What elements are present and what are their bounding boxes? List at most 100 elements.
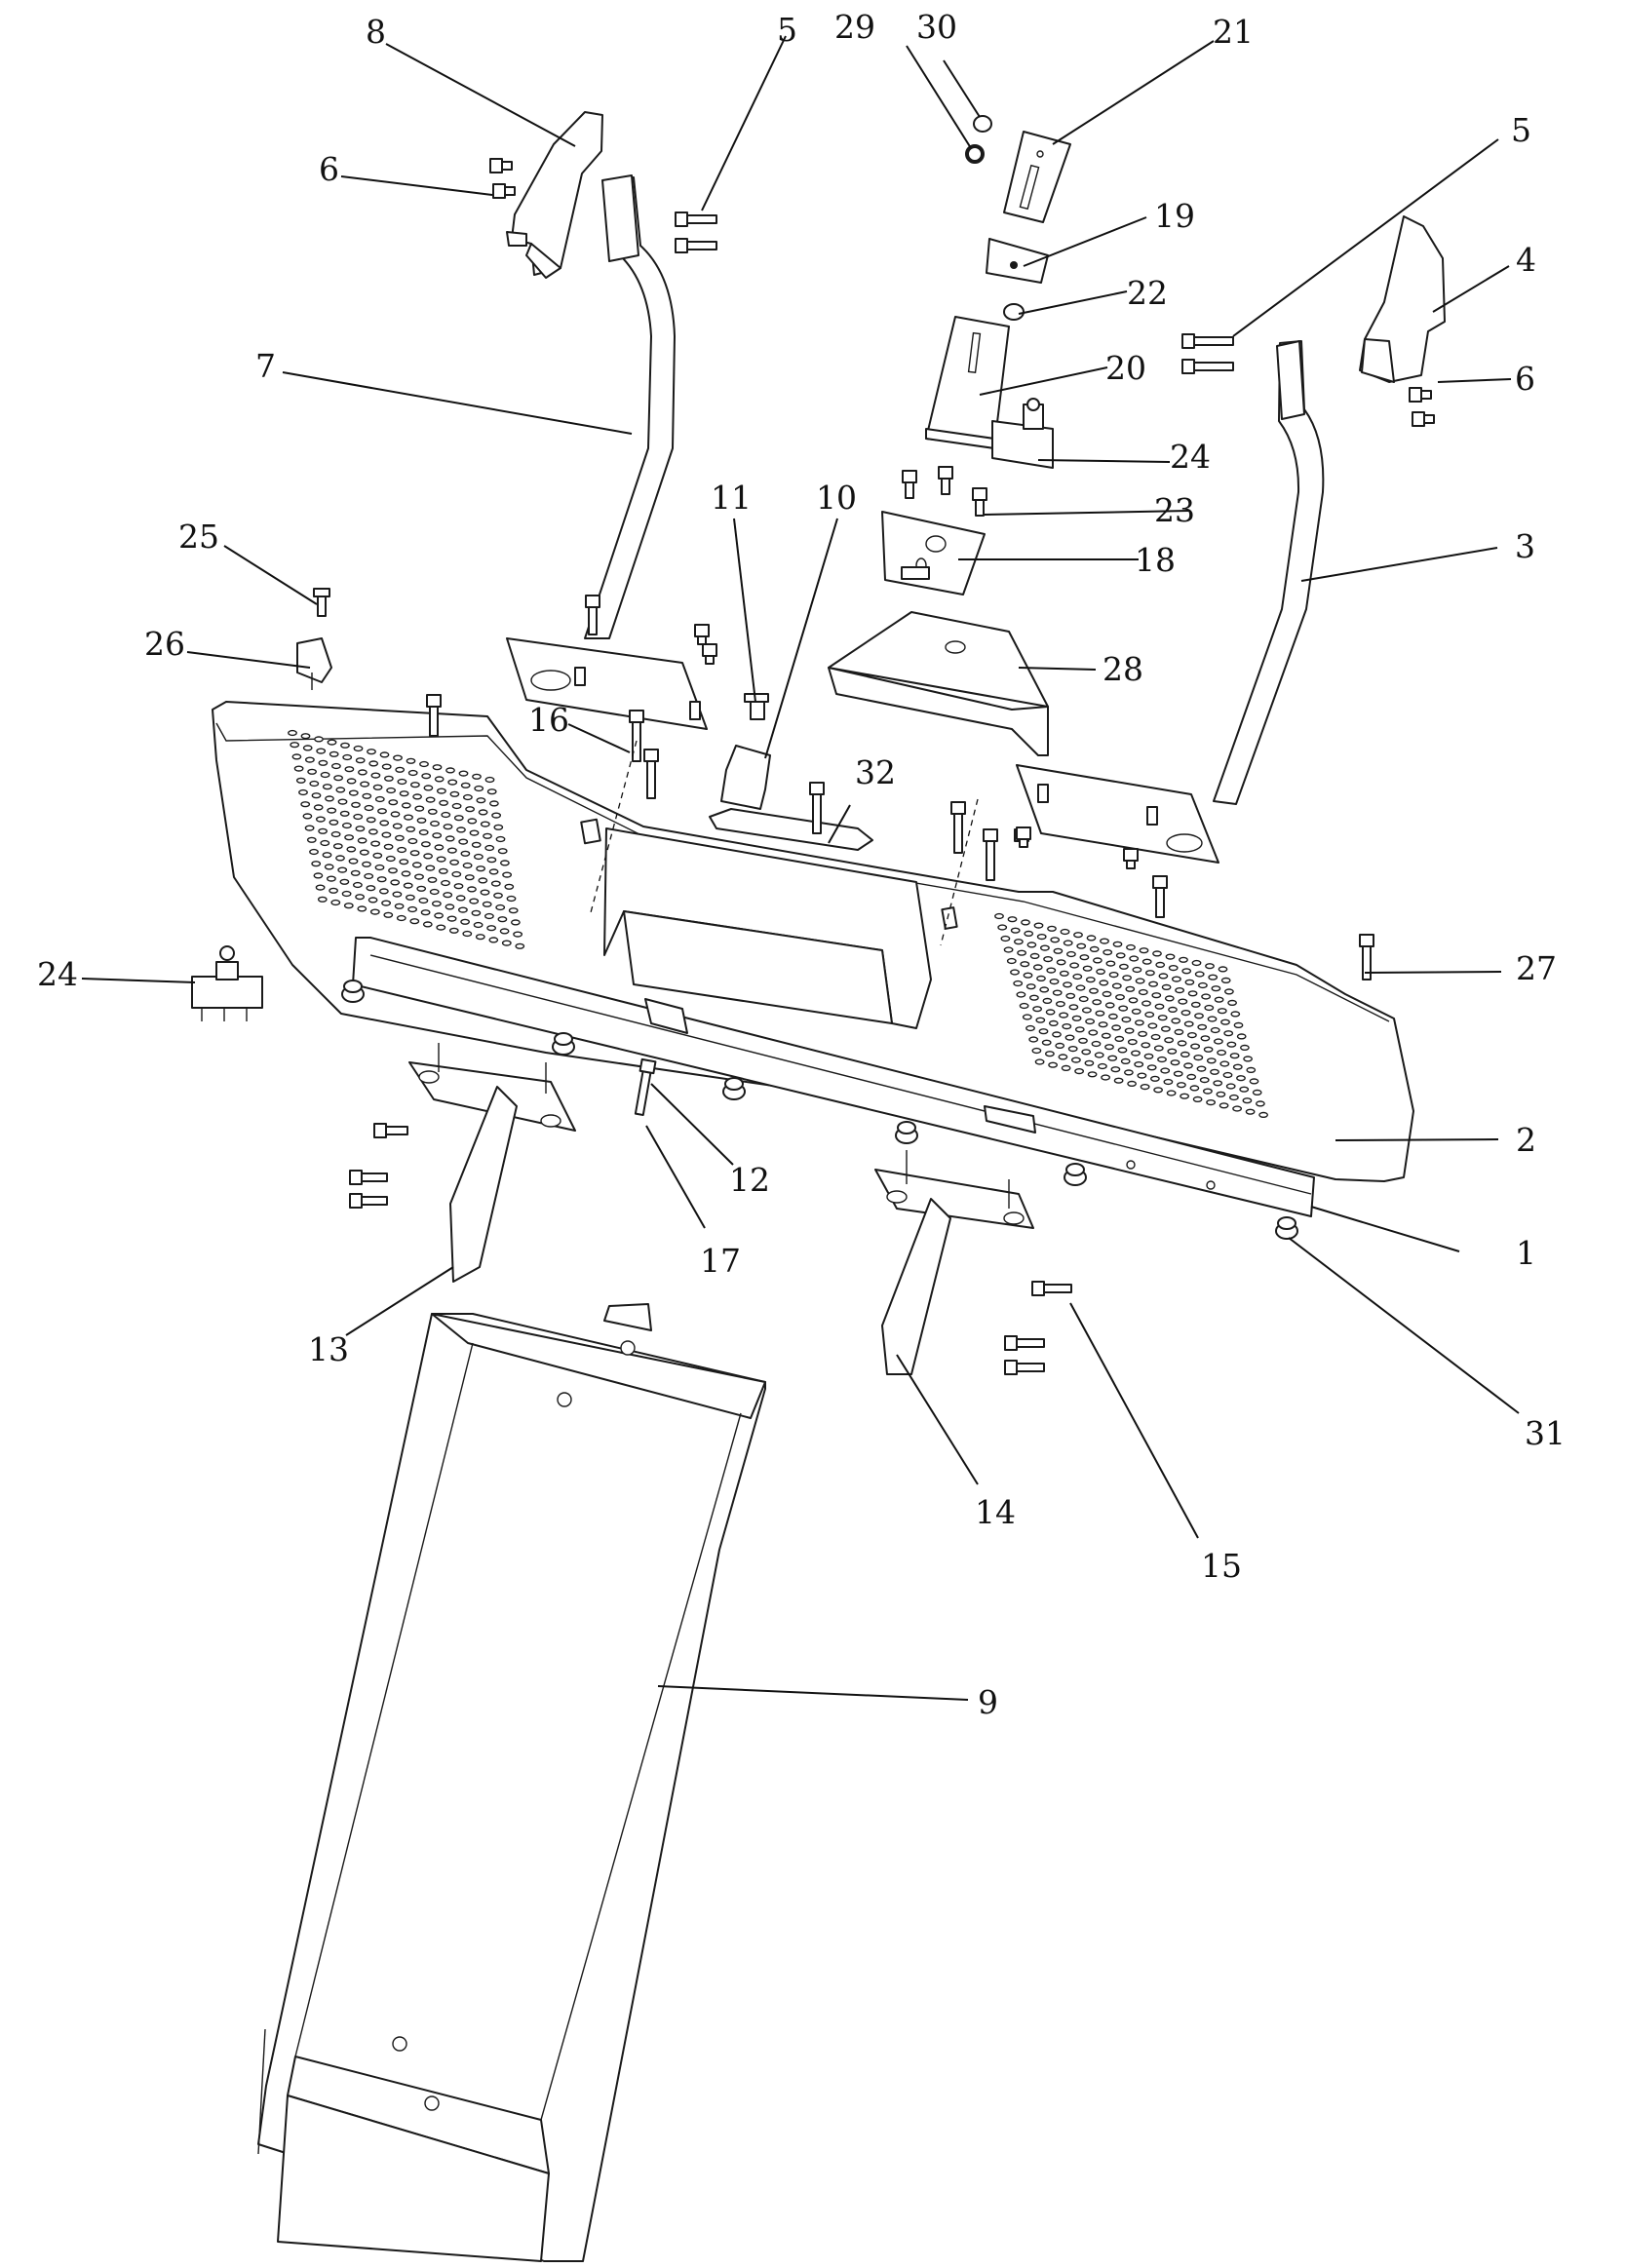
- perforation-hole: [360, 781, 369, 788]
- perforation-hole: [420, 841, 431, 848]
- perforation-hole: [500, 860, 510, 866]
- perforation-hole: [1082, 1007, 1092, 1014]
- perforation-hole: [457, 906, 468, 913]
- perforation-hole: [357, 837, 368, 844]
- perforation-hole: [409, 918, 420, 925]
- perforation-hole: [1161, 1025, 1171, 1032]
- perforation-hole: [1151, 992, 1162, 999]
- perforation-hole: [469, 898, 480, 904]
- perforation-hole: [343, 903, 354, 909]
- perforation-hole: [471, 841, 482, 848]
- perforation-hole: [445, 903, 455, 910]
- perforation-hole: [513, 931, 522, 938]
- perforation-hole: [1256, 1100, 1265, 1107]
- callout-16: 16: [528, 701, 569, 739]
- perforation-hole: [318, 827, 328, 834]
- perforation-hole: [441, 811, 451, 819]
- perforation-hole: [406, 826, 416, 832]
- perforation-hole: [1087, 1071, 1098, 1078]
- perforation-hole: [434, 776, 445, 783]
- perforation-hole: [1150, 1075, 1160, 1082]
- perforation-hole: [386, 787, 396, 794]
- perforation-hole: [1190, 1001, 1201, 1008]
- perforation-hole: [1236, 1033, 1247, 1040]
- perforation-hole: [1006, 957, 1017, 965]
- part-29-cover: [828, 611, 1049, 756]
- perforation-hole: [1017, 949, 1027, 956]
- perforation-hole: [1043, 955, 1054, 963]
- perforation-hole: [1164, 1037, 1175, 1044]
- perforation-hole: [342, 753, 353, 761]
- perforation-hole: [484, 912, 494, 920]
- perforation-hole: [434, 912, 444, 919]
- perforation-hole: [1055, 1042, 1065, 1050]
- perforation-hole: [355, 826, 366, 832]
- part-8-left-bracket: [506, 111, 603, 279]
- perforation-hole: [1224, 988, 1234, 995]
- perforation-hole: [1180, 1009, 1191, 1017]
- perforation-hole: [455, 895, 466, 902]
- perforation-hole: [1225, 1083, 1236, 1090]
- perforation-hole: [1163, 1078, 1174, 1086]
- perforation-hole: [488, 800, 499, 807]
- perforation-hole: [1104, 1044, 1114, 1051]
- perforation-hole: [327, 739, 337, 746]
- bolt: [489, 158, 513, 173]
- perforation-hole: [1124, 1027, 1135, 1034]
- perforation-hole: [1034, 1058, 1045, 1065]
- perforation-hole: [316, 748, 327, 754]
- perforation-hole: [304, 756, 315, 763]
- perforation-hole: [429, 888, 440, 896]
- perforation-hole: [341, 890, 352, 898]
- perforation-hole: [1038, 1028, 1049, 1035]
- perforation-hole: [436, 924, 446, 931]
- perforation-hole: [465, 806, 475, 813]
- perforation-hole: [290, 742, 300, 749]
- perforation-hole: [1111, 1024, 1122, 1031]
- perforation-hole: [346, 778, 357, 785]
- perforation-hole: [1053, 947, 1064, 954]
- perforation-hole: [412, 793, 422, 800]
- perforation-hole: [1112, 941, 1123, 947]
- part-1-rail: [352, 937, 1315, 1217]
- perforation-hole: [1193, 1054, 1204, 1061]
- perforation-hole: [368, 760, 379, 767]
- perforation-hole: [1144, 1011, 1155, 1019]
- perforation-hole: [1084, 1059, 1095, 1066]
- perforation-hole: [491, 812, 501, 819]
- perforation-hole: [1258, 1111, 1269, 1119]
- perforation-hole: [1180, 1093, 1190, 1099]
- perforation-hole: [362, 792, 372, 799]
- perforation-hole: [1141, 1042, 1151, 1049]
- perforation-hole: [314, 736, 324, 743]
- perforation-hole: [1025, 1024, 1035, 1032]
- perforation-hole: [333, 775, 343, 782]
- perforation-hole: [322, 784, 332, 790]
- perforation-hole: [506, 895, 517, 903]
- perforation-hole: [451, 870, 462, 878]
- part-14-bracket: [874, 1150, 1034, 1375]
- perforation-hole: [1056, 959, 1066, 966]
- perforation-hole: [1146, 1064, 1157, 1071]
- perforation-hole: [1035, 1017, 1046, 1023]
- bolt: [426, 694, 442, 737]
- perforation-hole: [1047, 925, 1057, 932]
- perforation-hole: [1210, 1068, 1219, 1075]
- perforation-hole: [1246, 1066, 1257, 1074]
- perforation-hole: [414, 805, 425, 812]
- perforation-hole: [446, 915, 457, 922]
- perforation-hole: [1143, 1053, 1154, 1059]
- perforation-hole: [1010, 927, 1021, 934]
- perforation-hole: [350, 869, 361, 876]
- perforation-hole: [1233, 1021, 1244, 1029]
- perforation-hole: [501, 940, 512, 946]
- perforation-hole: [397, 778, 407, 786]
- perforation-hole: [431, 901, 442, 907]
- perforation-hole: [1019, 1002, 1029, 1010]
- perforation-hole: [1249, 1078, 1259, 1085]
- perforation-hole: [1211, 985, 1221, 992]
- perforation-hole: [423, 785, 434, 791]
- perforation-hole: [397, 846, 406, 854]
- perforation-hole: [504, 883, 515, 890]
- perforation-hole: [409, 850, 420, 857]
